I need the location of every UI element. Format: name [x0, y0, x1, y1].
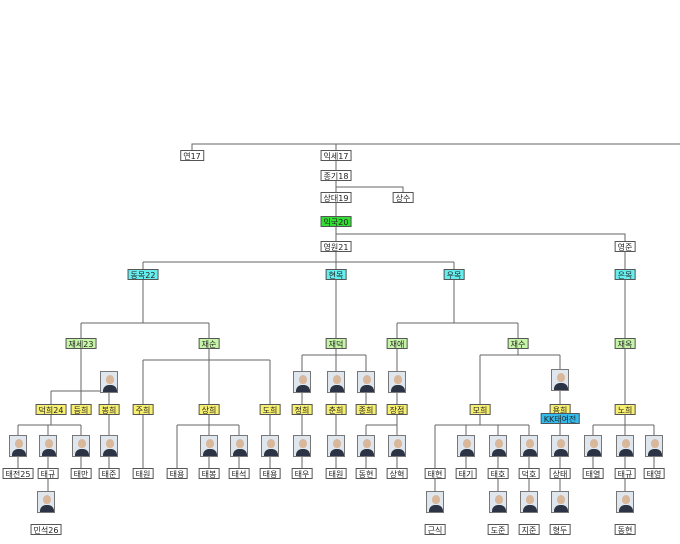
- portrait-photo: [551, 435, 569, 457]
- person-node-taewon2[interactable]: 태원: [325, 468, 347, 479]
- person-node-taebong[interactable]: 태봉: [198, 468, 220, 479]
- person-node-jaedeok[interactable]: 재덕: [325, 338, 347, 349]
- person-node-chunhui[interactable]: 춘희: [325, 404, 347, 415]
- person-node-hyeonmok[interactable]: 현목: [325, 269, 347, 280]
- person-node-sangtae[interactable]: 상태: [549, 468, 571, 479]
- person-node-dojun[interactable]: 도준: [487, 524, 509, 535]
- portrait-photo: [616, 435, 634, 457]
- portrait-photo: [388, 371, 406, 393]
- person-node-taegi[interactable]: 태기: [455, 468, 477, 479]
- person-node-yeongjun[interactable]: 영준: [614, 241, 636, 252]
- person-node-kkk[interactable]: KK태여전: [540, 413, 580, 424]
- person-node-deokho[interactable]: 덕호: [518, 468, 540, 479]
- person-node-mohui[interactable]: 모희: [469, 404, 491, 415]
- portrait-photo: [9, 435, 27, 457]
- person-node-sanghyeok[interactable]: 상혁: [386, 468, 408, 479]
- person-node-deunghui[interactable]: 등희: [70, 404, 92, 415]
- person-node-jeonghui[interactable]: 정희: [291, 404, 313, 415]
- person-node-taegyu2[interactable]: 태규: [614, 468, 636, 479]
- portrait-photo: [72, 435, 90, 457]
- person-node-yeongwon21[interactable]: 영원21: [320, 241, 352, 252]
- portrait-photo: [520, 491, 538, 513]
- person-node-bonghui[interactable]: 봉희: [98, 404, 120, 415]
- portrait-photo: [293, 371, 311, 393]
- portrait-photo: [357, 435, 375, 457]
- person-node-taejeon25[interactable]: 태전25: [2, 468, 34, 479]
- portrait-photo: [551, 369, 569, 391]
- portrait-photo: [551, 491, 569, 513]
- person-node-taegyu1[interactable]: 태규: [37, 468, 59, 479]
- portrait-photo: [327, 371, 345, 393]
- person-node-eunmok[interactable]: 은목: [614, 269, 636, 280]
- connector-line: [336, 233, 626, 246]
- person-node-minseok26[interactable]: 민석26: [30, 524, 62, 535]
- portrait-photo: [37, 491, 55, 513]
- portrait-photo: [520, 435, 538, 457]
- portrait-photo: [230, 435, 248, 457]
- portrait-photo: [388, 435, 406, 457]
- person-node-ikgu20[interactable]: 익국20: [320, 216, 352, 227]
- person-node-taeho[interactable]: 태호: [487, 468, 509, 479]
- portrait-photo: [457, 435, 475, 457]
- person-node-taejun[interactable]: 태준: [98, 468, 120, 479]
- portrait-photo: [426, 491, 444, 513]
- portrait-photo: [489, 491, 507, 513]
- person-node-juhui[interactable]: 주희: [132, 404, 154, 415]
- portrait-photo: [357, 371, 375, 393]
- person-node-taeyeong[interactable]: 태용: [259, 468, 281, 479]
- portrait-photo: [293, 435, 311, 457]
- portrait-photo: [489, 435, 507, 457]
- person-node-jangjeom[interactable]: 장점: [386, 404, 408, 415]
- person-node-jaesu[interactable]: 재수: [507, 338, 529, 349]
- person-node-jaese23[interactable]: 재세23: [65, 338, 97, 349]
- person-node-donghyeon2[interactable]: 동현: [614, 524, 636, 535]
- person-node-ikse17[interactable]: 익세17: [320, 150, 352, 161]
- connector-line: [191, 143, 680, 155]
- portrait-photo: [200, 435, 218, 457]
- portrait-photo: [645, 435, 663, 457]
- person-node-dohui[interactable]: 도희: [259, 404, 281, 415]
- person-node-sanghui[interactable]: 상희: [198, 404, 220, 415]
- person-node-jonghui[interactable]: 종희: [355, 404, 377, 415]
- person-node-jaeok[interactable]: 재옥: [614, 338, 636, 349]
- portrait-photo: [616, 491, 634, 513]
- portrait-photo: [39, 435, 57, 457]
- portrait-photo: [100, 435, 118, 457]
- portrait-photo: [100, 371, 118, 393]
- person-node-yeon17[interactable]: 연17: [180, 150, 204, 161]
- portrait-photo: [584, 435, 602, 457]
- person-node-taeu[interactable]: 태우: [291, 468, 313, 479]
- person-node-taehyeon[interactable]: 태현: [424, 468, 446, 479]
- person-node-jonggi18[interactable]: 종기18: [320, 170, 352, 181]
- person-node-jaeae[interactable]: 재애: [386, 338, 408, 349]
- person-node-wumok[interactable]: 우목: [443, 269, 465, 280]
- person-node-hyeongdu[interactable]: 형두: [549, 524, 571, 535]
- person-node-taeseok[interactable]: 태석: [228, 468, 250, 479]
- person-node-deokhui24[interactable]: 덕희24: [35, 404, 67, 415]
- person-node-taeyong[interactable]: 태용: [166, 468, 188, 479]
- portrait-photo: [327, 435, 345, 457]
- person-node-geunsik[interactable]: 근식: [424, 524, 446, 535]
- person-node-taeman[interactable]: 태만: [70, 468, 92, 479]
- person-node-sangsu[interactable]: 상수: [392, 192, 414, 203]
- person-node-taewon[interactable]: 태원: [132, 468, 154, 479]
- person-node-dongmok22[interactable]: 동목22: [127, 269, 159, 280]
- person-node-sangdae19[interactable]: 상대19: [320, 192, 352, 203]
- person-node-taeyeong2[interactable]: 태영: [643, 468, 665, 479]
- person-node-donghyeon[interactable]: 동현: [355, 468, 377, 479]
- person-node-nohui[interactable]: 노희: [614, 404, 636, 415]
- person-node-jaesun[interactable]: 재순: [198, 338, 220, 349]
- person-node-taeyeol[interactable]: 태열: [582, 468, 604, 479]
- person-node-jijun[interactable]: 지준: [518, 524, 540, 535]
- portrait-photo: [261, 435, 279, 457]
